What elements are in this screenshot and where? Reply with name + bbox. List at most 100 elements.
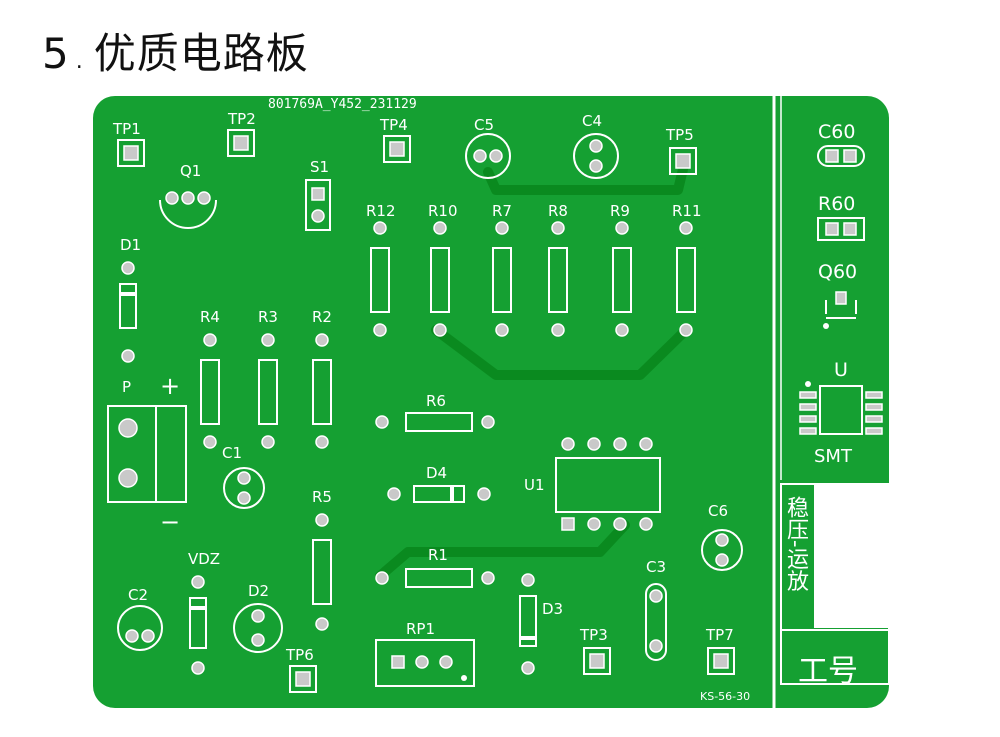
- label-r4: R4: [200, 308, 220, 326]
- u1-pin-3: [613, 517, 627, 531]
- r9-outline: [612, 247, 632, 313]
- p-pad-1: [118, 418, 138, 438]
- label-plus: +: [160, 372, 180, 400]
- r10-pad-2: [433, 323, 447, 337]
- title-text: 优质电路板: [93, 29, 309, 78]
- rp1-outline: [375, 639, 475, 687]
- u-pad-7: [865, 403, 883, 411]
- r4-outline: [200, 359, 220, 425]
- d3-pad-1: [521, 573, 535, 587]
- label-r6: R6: [426, 392, 446, 410]
- q60-marker: [823, 323, 829, 329]
- r7-outline: [492, 247, 512, 313]
- r12-pad-1: [373, 221, 387, 235]
- label-tp7: TP7: [705, 626, 734, 644]
- r5-outline: [312, 539, 332, 605]
- label-p: P: [122, 378, 131, 396]
- board-code: 801769A_Y452_231129: [268, 97, 417, 112]
- r60-pad-2: [843, 222, 857, 236]
- label-r9: R9: [610, 202, 630, 220]
- q1-pad-3: [197, 191, 211, 205]
- label-c5: C5: [474, 116, 494, 134]
- tp1-pad: [123, 145, 139, 161]
- label-r7: R7: [492, 202, 512, 220]
- r7-pad-2: [495, 323, 509, 337]
- label-r12: R12: [366, 202, 396, 220]
- label-d2: D2: [248, 582, 269, 600]
- label-c6: C6: [708, 502, 728, 520]
- label-c60: C60: [818, 121, 855, 143]
- rp1-pad-1: [391, 655, 405, 669]
- r1-outline: [405, 568, 473, 588]
- u1-outline: [555, 457, 661, 513]
- c4-outline: [573, 133, 619, 179]
- trace-top: [483, 160, 689, 195]
- tp2-outline: [227, 129, 255, 157]
- label-tp3: TP3: [579, 626, 608, 644]
- r8-pad-2: [551, 323, 565, 337]
- label-vdz: VDZ: [188, 550, 220, 568]
- c3-pad-1: [649, 589, 663, 603]
- r2-pad-2: [315, 435, 329, 449]
- c5-outline: [465, 133, 511, 179]
- tp7-outline: [707, 647, 735, 675]
- label-minus: −: [160, 508, 180, 536]
- tp4-outline: [383, 135, 411, 163]
- label-u: U: [834, 359, 848, 381]
- tp6-pad: [295, 671, 311, 687]
- r10-pad-1: [433, 221, 447, 235]
- c60-pad-1: [825, 149, 839, 163]
- vdz-pad-1: [191, 575, 205, 589]
- u-pad-3: [799, 415, 817, 423]
- d1-outline: [119, 283, 137, 329]
- r11-pad-1: [679, 221, 693, 235]
- label-r5: R5: [312, 488, 332, 506]
- d3-pad-2: [521, 661, 535, 675]
- label-q60: Q60: [818, 261, 857, 283]
- r12-outline: [370, 247, 390, 313]
- r3-pad-1: [261, 333, 275, 347]
- label-tp1: TP1: [112, 120, 141, 138]
- tp7-pad: [713, 653, 729, 669]
- label-d3: D3: [542, 600, 563, 618]
- u-pad-2: [799, 403, 817, 411]
- d2-pad-1: [251, 609, 265, 623]
- u-outline: [819, 385, 863, 435]
- r1-pad-2: [481, 571, 495, 585]
- d4-pad-1: [387, 487, 401, 501]
- d3-outline: [519, 595, 537, 647]
- r10-outline: [430, 247, 450, 313]
- c4-pad-1: [589, 139, 603, 153]
- c1-pad-1: [237, 471, 251, 485]
- id-writing-area: [814, 484, 890, 628]
- d1-pad-1: [121, 261, 135, 275]
- r9-pad-2: [615, 323, 629, 337]
- label-u1: U1: [524, 476, 545, 494]
- q60-outline: [825, 300, 857, 319]
- u1-pin-2: [587, 517, 601, 531]
- u-pad-1: [799, 391, 817, 399]
- r7-pad-1: [495, 221, 509, 235]
- trace-low: [375, 520, 630, 581]
- page-title: 5.优质电路板: [42, 20, 309, 81]
- c4-pad-2: [589, 159, 603, 173]
- c6-pad-2: [715, 553, 729, 567]
- title-dot: .: [75, 49, 84, 74]
- q1-pad-1: [165, 191, 179, 205]
- r60-outline: [817, 217, 865, 241]
- label-s1: S1: [310, 158, 329, 176]
- r5-pad-1: [315, 513, 329, 527]
- rp1-pad-3: [439, 655, 453, 669]
- u1-pin-1: [561, 517, 575, 531]
- tp5-pad: [675, 153, 691, 169]
- r6-outline: [405, 412, 473, 432]
- q1-outline: [159, 199, 217, 229]
- label-rp1: RP1: [406, 620, 435, 638]
- c1-pad-2: [237, 491, 251, 505]
- u-pad-4: [799, 427, 817, 435]
- r11-pad-2: [679, 323, 693, 337]
- r9-pad-1: [615, 221, 629, 235]
- label-r11: R11: [672, 202, 702, 220]
- tp1-outline: [117, 139, 145, 167]
- u1-pin-6: [613, 437, 627, 451]
